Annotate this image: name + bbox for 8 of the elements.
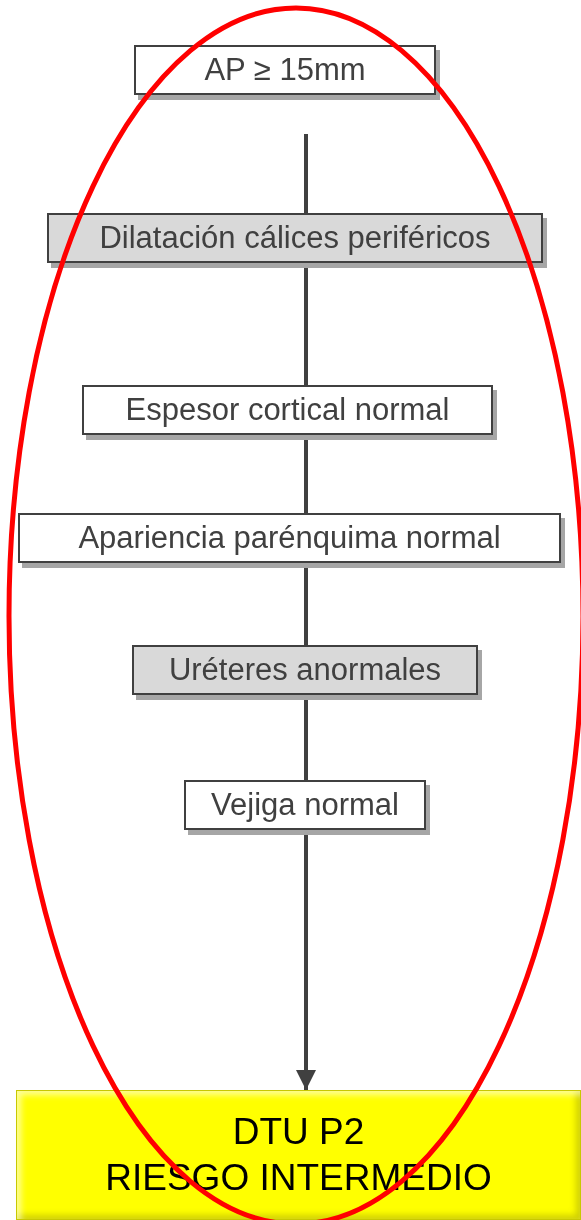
connector-line xyxy=(304,134,308,213)
step-label: Apariencia parénquima normal xyxy=(78,520,501,556)
step-label: AP ≥ 15mm xyxy=(204,52,366,88)
step-label: Espesor cortical normal xyxy=(125,392,450,428)
step-label: Vejiga normal xyxy=(211,787,399,823)
result-label: DTU P2 xyxy=(232,1109,365,1154)
step-label: Dilatación cálices periféricos xyxy=(99,220,491,256)
step-label: Uréteres anormales xyxy=(168,652,442,688)
